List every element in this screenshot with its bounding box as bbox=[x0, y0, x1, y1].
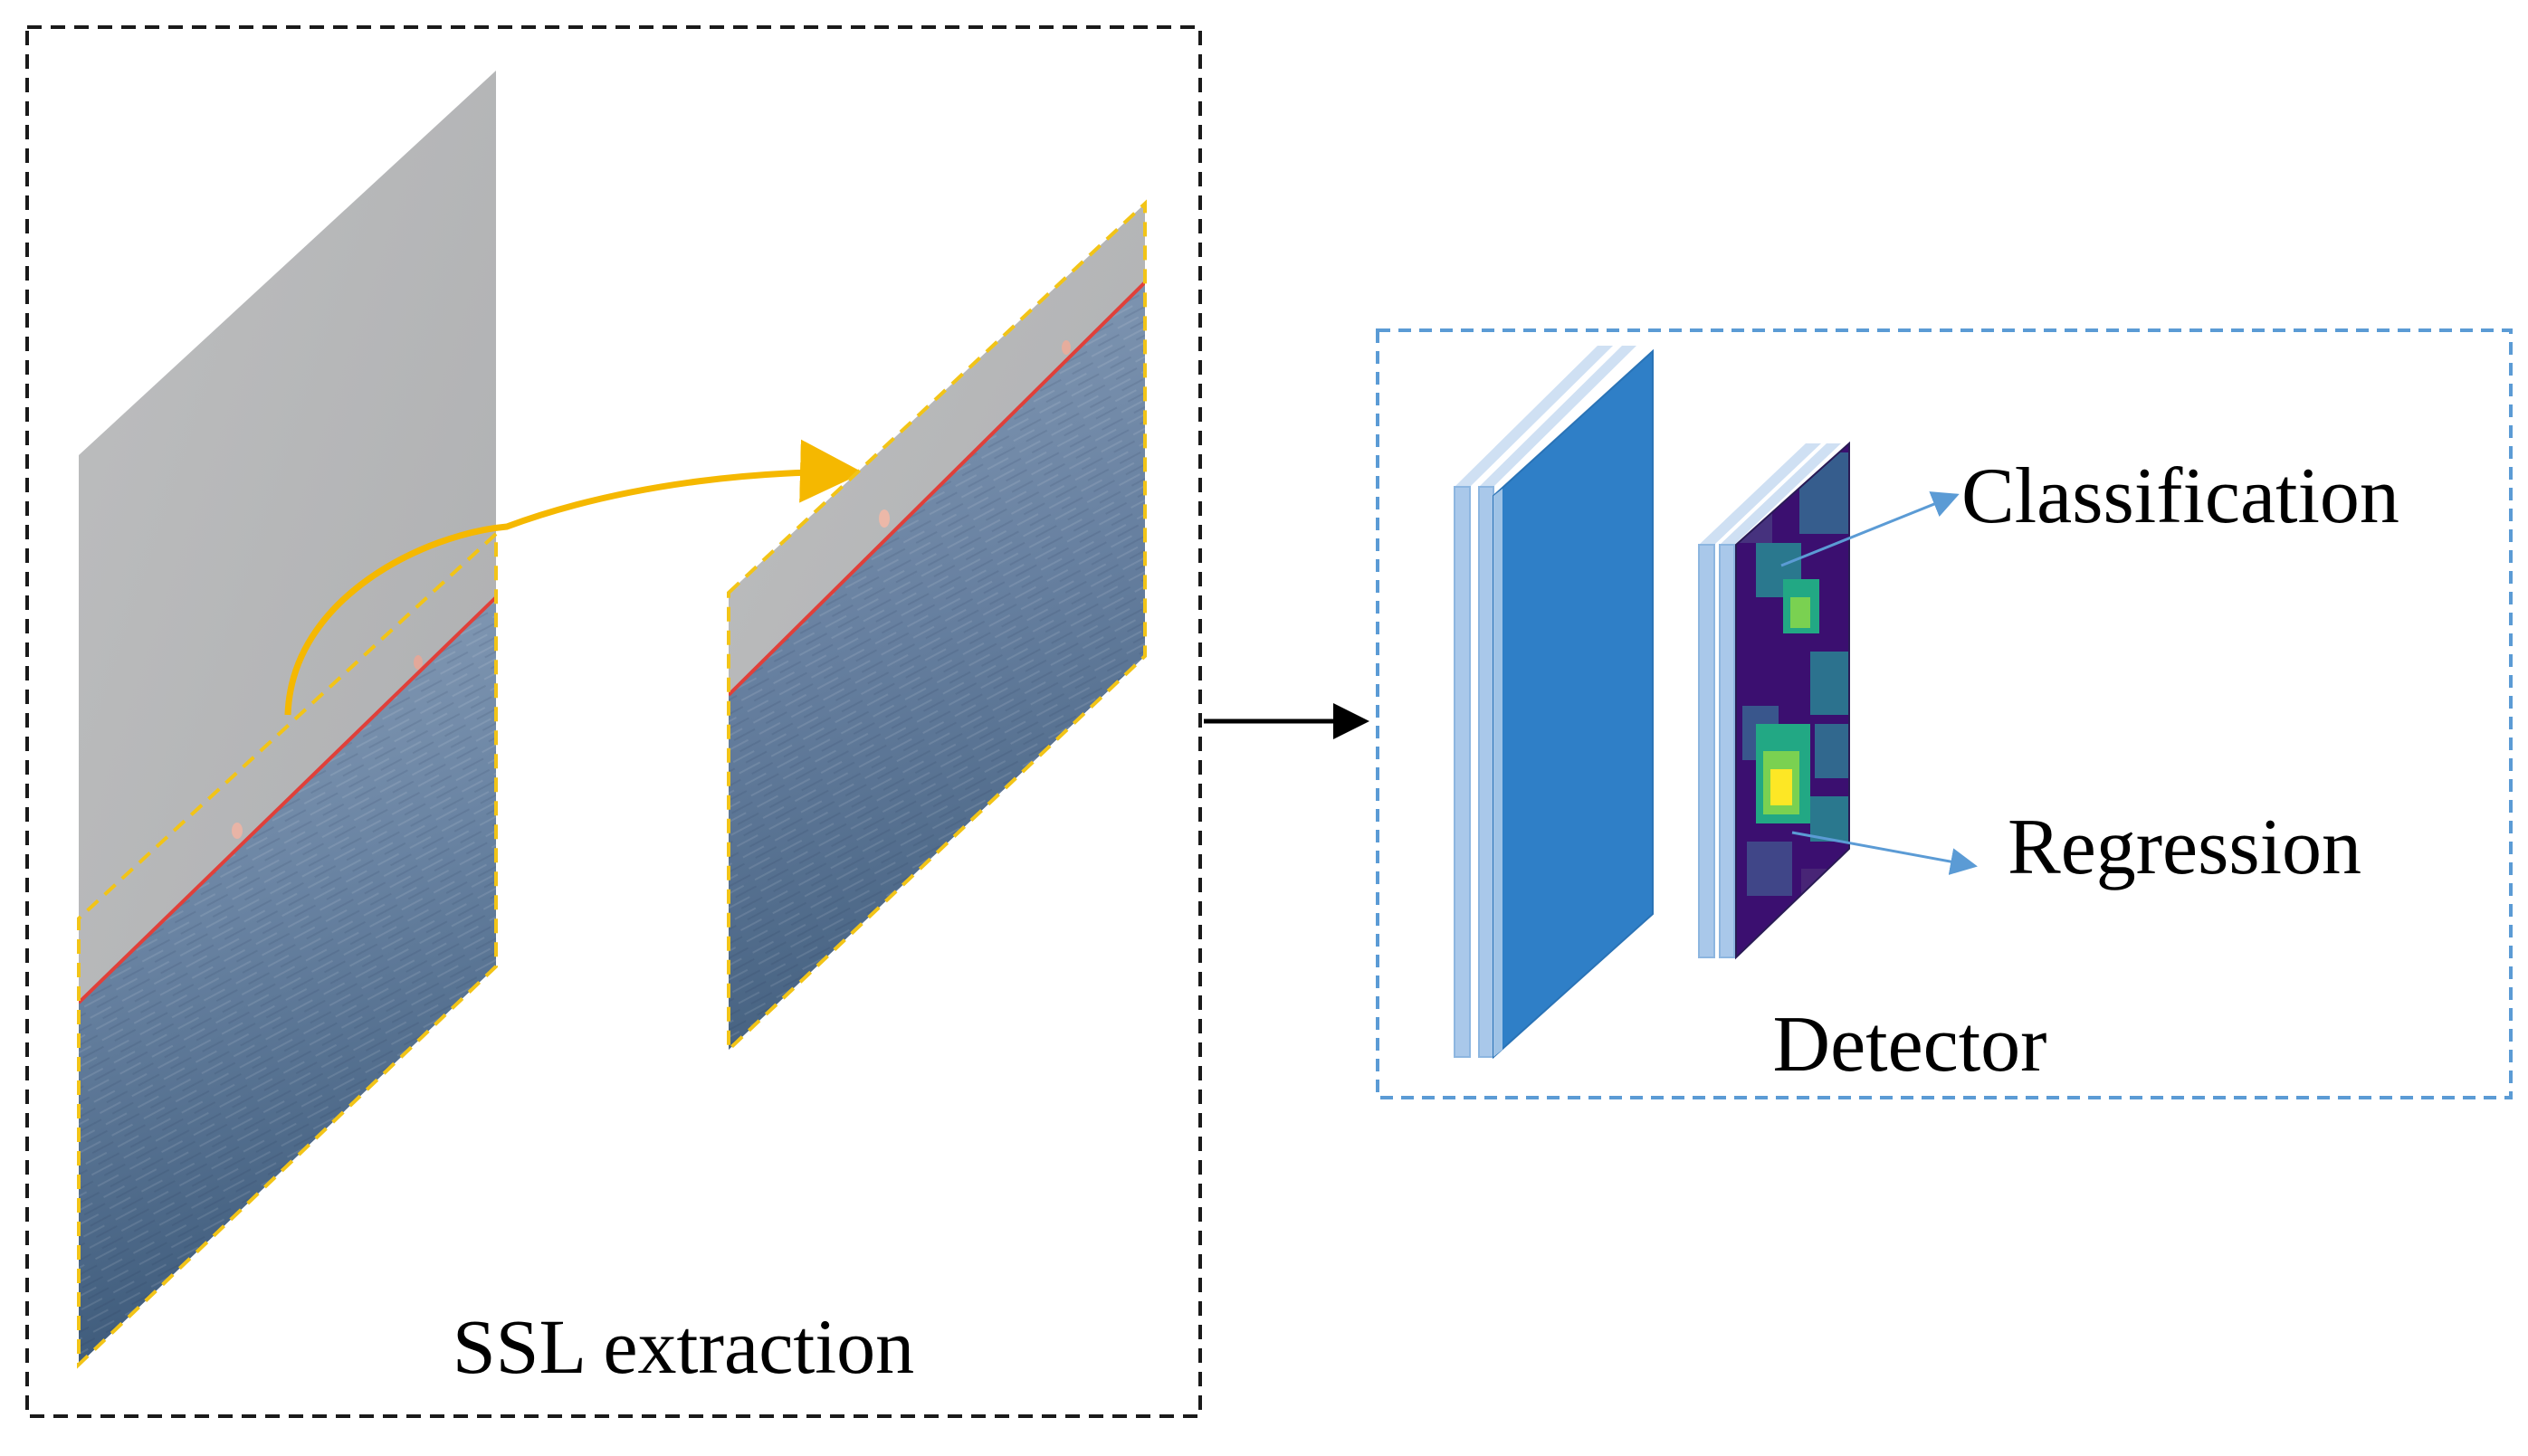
detector-panel: Classification Regression Detector bbox=[1376, 328, 2513, 1099]
ssl-extraction-box bbox=[25, 25, 1202, 1418]
boat-marker bbox=[414, 655, 423, 670]
detector-label: Detector bbox=[1773, 1001, 2047, 1089]
regression-arrow bbox=[1791, 831, 1978, 875]
ssl-extraction-label: SSL extraction bbox=[453, 1303, 914, 1390]
classification-arrow bbox=[1780, 491, 1960, 567]
classification-label: Classification bbox=[1961, 452, 2399, 540]
boat-marker bbox=[232, 823, 243, 839]
boat-marker bbox=[879, 509, 890, 528]
heatmap-feature-map bbox=[1698, 441, 1850, 960]
feature-map-stack bbox=[1454, 346, 1654, 1060]
regression-label: Regression bbox=[2008, 804, 2361, 891]
horizon-line bbox=[79, 595, 496, 1004]
cropped-image bbox=[729, 204, 1145, 1050]
transfer-arrow bbox=[284, 439, 863, 716]
crop-outline bbox=[727, 199, 1147, 1054]
horizon-line bbox=[729, 281, 1145, 697]
crop-outline bbox=[77, 532, 498, 1369]
detector-box bbox=[1376, 328, 2513, 1099]
input-image bbox=[79, 71, 496, 1365]
ssl-extraction-panel: SSL extraction bbox=[25, 25, 1202, 1418]
boat-marker bbox=[1062, 340, 1071, 355]
